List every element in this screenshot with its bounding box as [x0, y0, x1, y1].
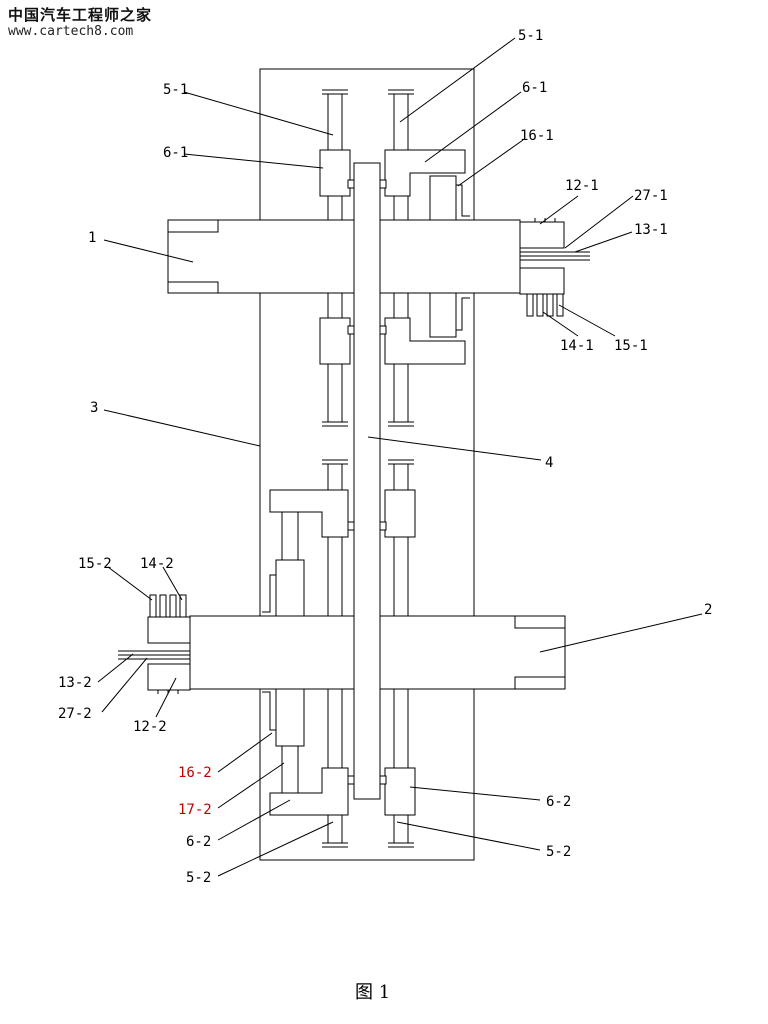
label-14-1: 14-1: [560, 338, 594, 354]
label-6-1-right: 6-1: [522, 80, 547, 96]
watermark-url: www.cartech8.com: [8, 24, 134, 39]
label-6-1-left: 6-1: [163, 145, 188, 161]
label-12-2: 12-2: [133, 719, 167, 735]
right-sensor-assembly: [519, 218, 590, 317]
watermark: 中国汽车工程师之家 www.cartech8.com: [8, 6, 152, 40]
upper-shift-sleeves: [319, 149, 466, 365]
label-5-2-right: 5-2: [546, 844, 571, 860]
intermediate-shaft: [353, 162, 381, 800]
label-2: 2: [704, 602, 712, 618]
lower-shift-sleeves: [269, 489, 416, 816]
label-14-2: 14-2: [140, 556, 174, 572]
label-13-1: 13-1: [634, 222, 668, 238]
label-4: 4: [545, 455, 553, 471]
label-6-2-right: 6-2: [546, 794, 571, 810]
label-15-2: 15-2: [78, 556, 112, 572]
lower-actuator: [262, 512, 305, 793]
left-sensor-assembly: [118, 594, 191, 694]
leader-lines: [97, 37, 703, 877]
label-1: 1: [88, 230, 96, 246]
label-27-1: 27-1: [634, 188, 668, 204]
label-5-2-left: 5-2: [186, 870, 211, 886]
input-shaft: [167, 219, 521, 294]
label-27-2: 27-2: [58, 706, 92, 722]
label-16-2: 16-2: [178, 765, 212, 781]
figure-caption: 图 1: [355, 982, 390, 1003]
label-13-2: 13-2: [58, 675, 92, 691]
part-labels: 5-1 5-1 6-1 6-1 16-1 12-1 27-1 13-1 14-1…: [58, 28, 712, 886]
label-17-2: 17-2: [178, 802, 212, 818]
label-5-1-left: 5-1: [163, 82, 188, 98]
label-16-1: 16-1: [520, 128, 554, 144]
label-6-2-left: 6-2: [186, 834, 211, 850]
label-15-1: 15-1: [614, 338, 648, 354]
label-5-1-right: 5-1: [518, 28, 543, 44]
label-12-1: 12-1: [565, 178, 599, 194]
upper-actuator: [429, 175, 470, 338]
housing: [259, 68, 475, 861]
watermark-title: 中国汽车工程师之家: [8, 6, 153, 24]
label-3: 3: [90, 400, 98, 416]
